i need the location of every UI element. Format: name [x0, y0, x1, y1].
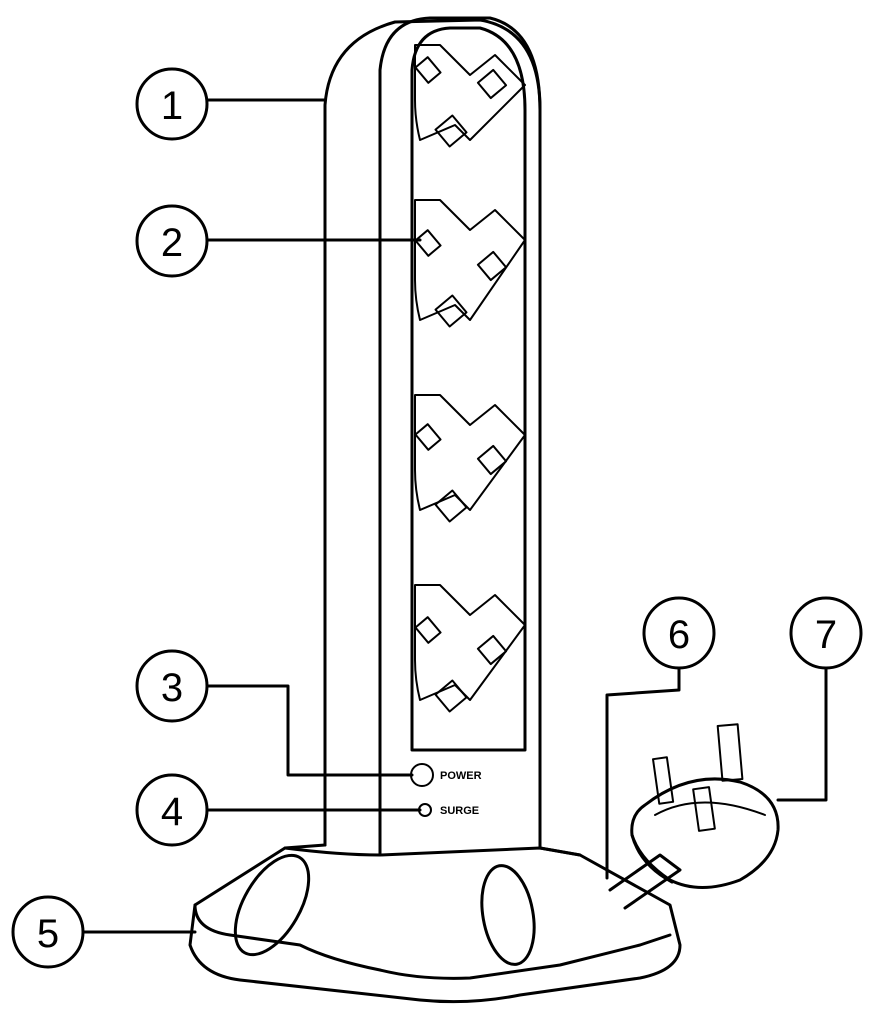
svg-text:6: 6 — [668, 613, 690, 657]
callout-1: 1 — [135, 67, 209, 141]
leader-lines — [82, 98, 828, 934]
tower-body — [323, 16, 542, 857]
power-indicator: POWER — [410, 763, 482, 787]
svg-text:3: 3 — [161, 666, 183, 710]
uk-plug — [630, 723, 780, 889]
base-stand — [188, 843, 682, 1004]
cord-hole-left — [233, 853, 311, 957]
svg-text:5: 5 — [37, 912, 59, 956]
callout-3: 3 — [135, 649, 209, 723]
svg-text:7: 7 — [815, 613, 837, 657]
svg-text:1: 1 — [161, 84, 183, 128]
callout-2: 2 — [135, 204, 209, 278]
callout-6: 6 — [642, 596, 716, 670]
power-cable — [608, 853, 682, 910]
socket-3 — [414, 394, 526, 523]
callout-7: 7 — [789, 596, 863, 670]
callout-5: 5 — [11, 895, 85, 969]
svg-text:4: 4 — [161, 790, 183, 834]
socket-2 — [414, 199, 526, 328]
surge-label: SURGE — [440, 805, 479, 817]
surge-indicator: SURGE — [418, 803, 479, 817]
socket-4 — [414, 584, 526, 713]
socket-1 — [414, 44, 526, 148]
cord-hole-right — [480, 864, 536, 966]
socket-stack — [414, 44, 526, 713]
power-label: POWER — [440, 770, 482, 782]
svg-text:2: 2 — [161, 221, 183, 265]
callout-4: 4 — [135, 773, 209, 847]
